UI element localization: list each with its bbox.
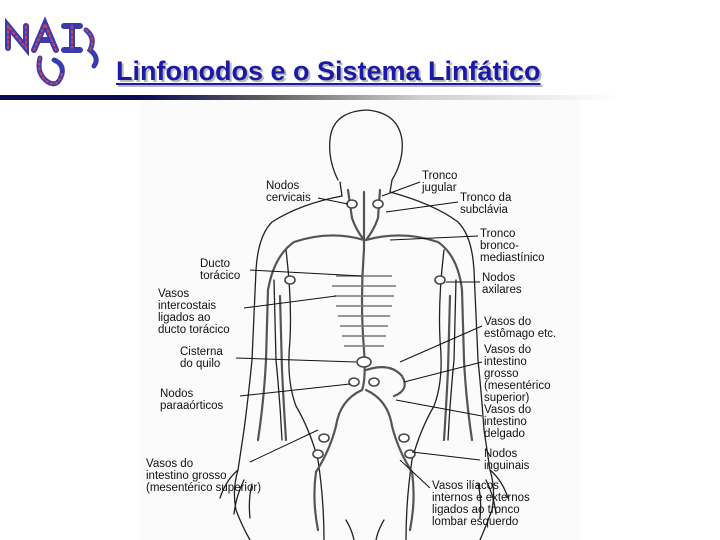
right-subclavian-trunk <box>364 234 474 442</box>
leader-line <box>243 295 337 309</box>
inguinal-node <box>312 449 324 459</box>
torso-right-side <box>405 249 445 540</box>
torso-left-side <box>285 249 325 540</box>
left-hand <box>219 469 253 519</box>
leader-line <box>249 269 363 277</box>
intercostal-vessels <box>332 275 396 347</box>
lymphatic-system-figure: Nodos cervicais Tronco jugular Tronco da… <box>140 100 580 540</box>
label-tronco-subclavia: Tronco da subclávia <box>460 192 512 216</box>
leader-line <box>399 459 431 489</box>
paraaortic-node <box>348 377 360 387</box>
label-vasos-estomago: Vasos do estômago etc. <box>484 316 557 340</box>
leader-line <box>235 357 357 363</box>
axillary-node <box>284 275 296 285</box>
label-vasos-intercostais: Vasos intercostais ligados ao ducto torá… <box>158 288 230 336</box>
logo <box>5 16 99 87</box>
cervical-node <box>372 199 384 209</box>
title-divider <box>0 95 720 100</box>
inguinal-node <box>398 433 410 443</box>
leader-line <box>239 383 351 397</box>
legs-inner <box>345 519 385 540</box>
label-nodos-paraaorticos: Nodos paraaórticos <box>160 388 224 412</box>
abdominal-vessel-right <box>364 388 415 532</box>
label-vasos-intestino-delgado: Vasos do intestino delgado <box>484 404 532 440</box>
leader-line <box>403 361 483 383</box>
body-head-outline <box>329 109 403 193</box>
label-cisterna-quilo: Cisterna do quilo <box>180 346 223 370</box>
leader-line <box>249 429 319 463</box>
thoracic-duct-vessel <box>360 190 366 392</box>
label-nodos-inguinais: Nodos inguinais <box>484 448 530 472</box>
body-left-outline <box>233 195 343 540</box>
label-tronco-jugular: Tronco jugular <box>422 170 458 194</box>
left-arm-vessel <box>278 294 288 442</box>
paraaortic-node <box>368 377 380 387</box>
leader-line <box>317 197 349 205</box>
label-ducto-toracico: Ducto torácico <box>200 258 241 282</box>
axillary-node <box>434 275 446 285</box>
logo-letter-a <box>31 16 59 53</box>
right-arm-vessel <box>442 294 452 442</box>
body-neck-outline <box>339 181 343 197</box>
right-jugular-trunk <box>364 188 382 242</box>
logo-letter-n <box>5 17 29 57</box>
label-tronco-broncomediastinico: Tronco bronco- mediastínico <box>480 228 545 264</box>
label-vasos-intestino-grosso-superior: Vasos do intestino grosso (mesentérico s… <box>484 344 551 404</box>
mesenteric-vessel <box>364 365 406 398</box>
page-title: Linfonodos e o Sistema Linfático <box>116 56 541 86</box>
leader-line <box>411 451 481 461</box>
label-vasos-iliacos: Vasos ilíacos internos e externos ligado… <box>432 480 530 528</box>
left-subclavian-trunk <box>256 234 366 442</box>
leader-line <box>389 235 479 241</box>
leader-line <box>399 325 483 363</box>
label-vasos-intestino-grosso: Vasos do intestino grosso (mesentérico s… <box>146 458 262 494</box>
logo-molecule <box>36 27 99 87</box>
cisterna-chyli <box>356 356 372 368</box>
left-arm-inner <box>273 279 283 441</box>
leader-line <box>381 181 421 197</box>
leader-line <box>395 399 483 417</box>
body-right-outline <box>389 191 495 540</box>
label-nodos-cervicais: Nodos cervicais <box>266 180 311 204</box>
leader-line <box>385 201 459 213</box>
logo-letter-i <box>61 23 83 53</box>
inguinal-node <box>404 449 416 459</box>
right-hand <box>477 469 509 519</box>
inguinal-node <box>318 433 330 443</box>
label-nodos-axilares: Nodos axilares <box>482 272 522 296</box>
cervical-node <box>346 199 358 209</box>
abdominal-vessel-left <box>313 388 364 532</box>
right-arm-inner <box>447 279 457 441</box>
body-illustration <box>219 109 509 540</box>
left-jugular-trunk <box>346 188 366 242</box>
